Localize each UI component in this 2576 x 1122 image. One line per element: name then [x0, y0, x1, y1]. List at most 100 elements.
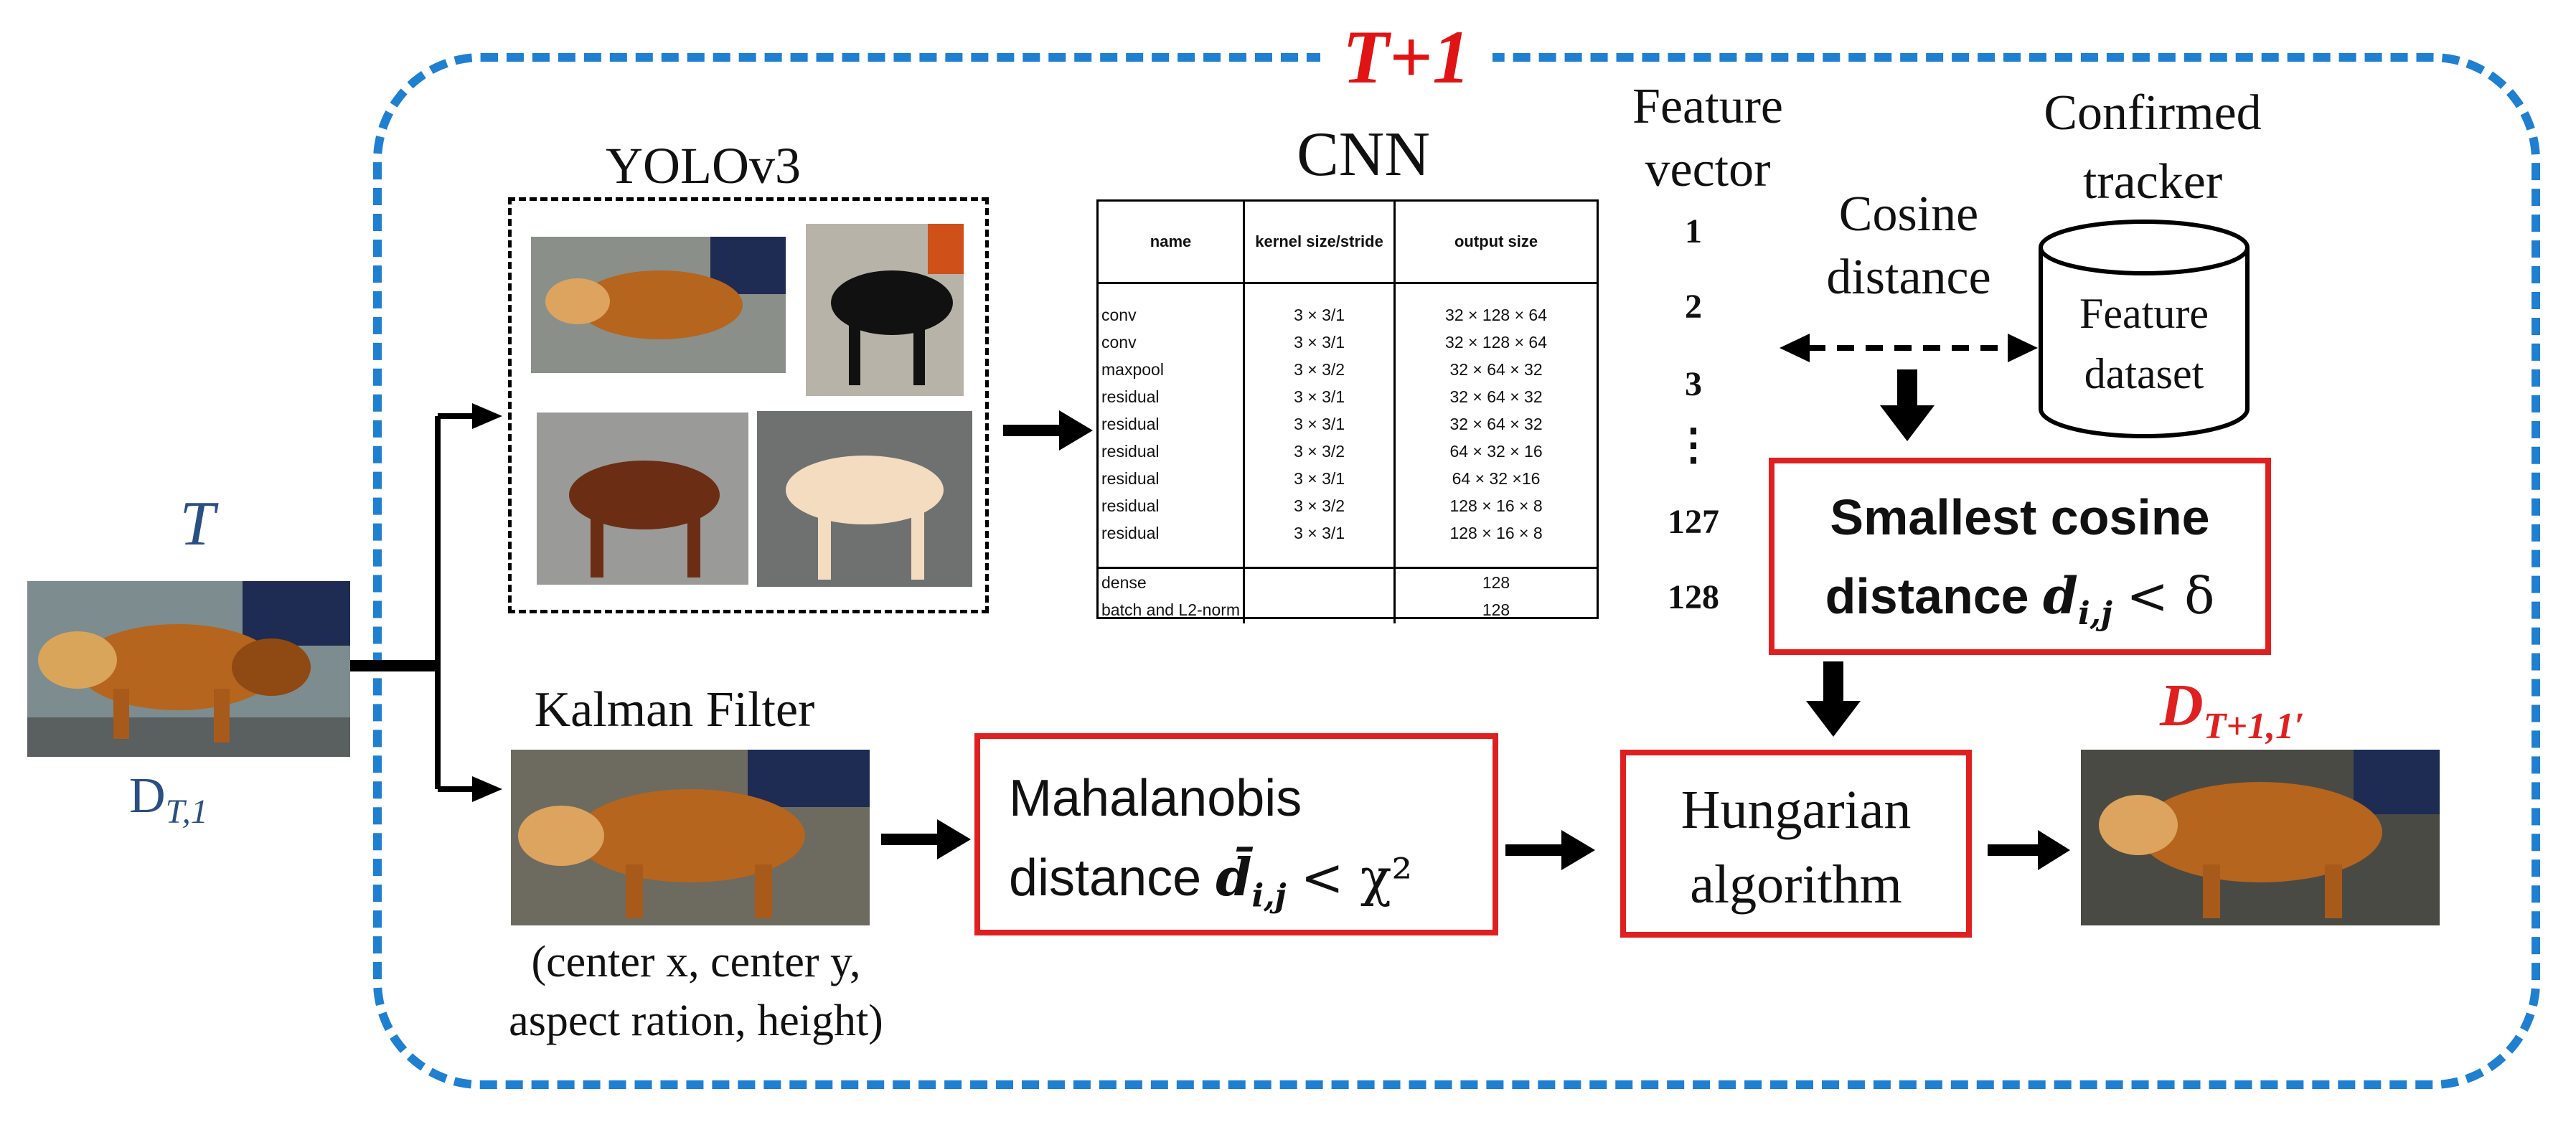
output-d-letter: D — [2160, 672, 2204, 739]
cnn-cell: 32 × 128 × 64 — [1445, 306, 1548, 324]
arrow-yolo-to-cnn — [1003, 410, 1093, 451]
cnn-cell: 128 × 16 × 8 — [1449, 496, 1543, 515]
input-top-label: T — [179, 489, 215, 559]
time-step-frame — [373, 53, 2540, 1089]
input-d-subscript: T,1 — [165, 793, 208, 831]
smallest-var: d — [2043, 566, 2078, 626]
cnn-cell: residual — [1099, 410, 1246, 438]
output-label: DT+1,1′ — [2160, 671, 2305, 748]
feature-index-ellipsis: ⋮ — [1672, 421, 1715, 468]
cnn-cell: dense — [1099, 567, 1246, 596]
input-d-letter: D — [129, 768, 166, 824]
cnn-cell: 3 × 3/1 — [1244, 410, 1396, 438]
arrow-mahalanobis-to-hungarian — [1505, 830, 1595, 870]
cnn-cell: 3 × 3/2 — [1244, 438, 1396, 465]
feature-vector-title: Feature vector — [1600, 75, 1815, 202]
arrow-hungarian-to-output — [1988, 830, 2070, 870]
kalman-caption-line1: (center x, center y, — [531, 938, 861, 986]
kalman-caption: (center x, center y, aspect ration, heig… — [452, 933, 940, 1050]
cnn-cell: 3 × 3/1 — [1244, 329, 1396, 356]
dataset-label-line1: Feature — [2079, 290, 2209, 337]
cnn-cell: residual — [1099, 465, 1246, 492]
cnn-cell: 3 × 3/1 — [1244, 519, 1396, 547]
yolo-title: YOLOv3 — [606, 137, 801, 194]
cnn-header-name: name — [1099, 202, 1246, 284]
cnn-cell: residual — [1099, 438, 1246, 465]
feature-index-127: 127 — [1668, 503, 1719, 541]
kalman-dog-image — [511, 750, 870, 925]
cnn-header-output: output size — [1394, 202, 1597, 284]
cosine-label-line2: distance — [1826, 250, 1991, 305]
output-d-subscript: T+1,1′ — [2203, 705, 2305, 747]
cnn-header-kernel: kernel size/stride — [1244, 202, 1396, 284]
cnn-cell: batch and L2-norm — [1099, 596, 1246, 623]
feature-index-128: 128 — [1668, 578, 1719, 616]
smallest-cosine-box: Smallest cosine distance di,j < δ — [1769, 458, 2271, 655]
feature-vector-title-line1: Feature — [1632, 79, 1783, 134]
feature-index-2: 2 — [1685, 288, 1702, 326]
dog-photo-graphic — [27, 581, 350, 757]
cnn-cell: residual — [1099, 492, 1246, 519]
cnn-cell — [1244, 596, 1395, 623]
feature-index-3: 3 — [1685, 365, 1702, 403]
database-cylinder-icon — [2039, 220, 2250, 438]
cnn-cell: 3 × 3/1 — [1244, 301, 1396, 329]
mahalanobis-box: Mahalanobis distance d̄i,j < χ² — [974, 733, 1498, 935]
output-dog-image — [2081, 750, 2440, 925]
cnn-cell: 64 × 32 × 16 — [1449, 442, 1543, 461]
cnn-cell: 64 × 32 ×16 — [1452, 469, 1541, 488]
mahalanobis-sub: i,j — [1251, 877, 1287, 915]
cnn-cell: 128 — [1393, 567, 1597, 596]
cnn-cell: residual — [1099, 383, 1246, 410]
feature-dataset-label: Feature dataset — [2036, 283, 2252, 404]
frame-label: T+1 — [1320, 14, 1493, 100]
mahalanobis-rel: < χ² — [1300, 847, 1413, 908]
cnn-cell: 32 × 128 × 64 — [1445, 333, 1548, 352]
smallest-rel: < δ — [2126, 567, 2215, 626]
mahalanobis-var: d̄ — [1216, 847, 1252, 908]
cnn-cell: conv — [1099, 329, 1246, 356]
smallest-line1: Smallest cosine — [1830, 489, 2210, 545]
kalman-caption-line2: aspect ration, height) — [509, 996, 883, 1045]
yolo-detection-3 — [537, 412, 748, 585]
smallest-line2: distance di,j < δ — [1774, 557, 2265, 654]
feature-vector-title-line2: vector — [1645, 142, 1771, 197]
tracker-title-line2: tracker — [2082, 154, 2223, 209]
table-row: batch and L2-norm 128 — [1099, 596, 1597, 623]
cnn-title: CNN — [1297, 120, 1430, 189]
arrow-cosine-down — [1880, 369, 1935, 441]
cnn-cell: 3 × 3/2 — [1244, 356, 1396, 383]
smallest-sub: i,j — [2077, 595, 2112, 632]
yolo-detection-4 — [757, 411, 972, 587]
dataset-label-line2: dataset — [2084, 350, 2204, 397]
cnn-cell: residual — [1099, 519, 1246, 547]
yolo-detection-2 — [806, 224, 964, 396]
cnn-cell — [1244, 568, 1395, 597]
cnn-cell: 32 × 64 × 32 — [1449, 415, 1543, 433]
cnn-table-header: name kernel size/stride output size — [1099, 202, 1597, 284]
cnn-cell: 32 × 64 × 32 — [1449, 360, 1543, 379]
mahalanobis-line2-text: distance — [1009, 849, 1202, 907]
confirmed-tracker-title: Confirmed tracker — [2002, 79, 2303, 217]
input-bottom-label: DT,1 — [129, 768, 208, 831]
hungarian-line1: Hungarian — [1680, 780, 1912, 840]
cnn-cell: 128 — [1393, 596, 1597, 623]
cnn-cell: 3 × 3/2 — [1244, 492, 1396, 519]
smallest-line2-text: distance — [1825, 568, 2029, 624]
input-dog-image — [27, 581, 350, 757]
cnn-cell: maxpool — [1099, 356, 1246, 383]
yolo-detection-1 — [531, 237, 786, 373]
cnn-cell: conv — [1099, 301, 1246, 329]
kalman-title: Kalman Filter — [534, 682, 815, 737]
cnn-table: name kernel size/stride output size conv… — [1099, 202, 1597, 623]
arrow-kalman-to-mahalanobis — [881, 819, 971, 859]
split-arrows — [350, 403, 502, 802]
cosine-distance-label: Cosine distance — [1808, 183, 2009, 309]
